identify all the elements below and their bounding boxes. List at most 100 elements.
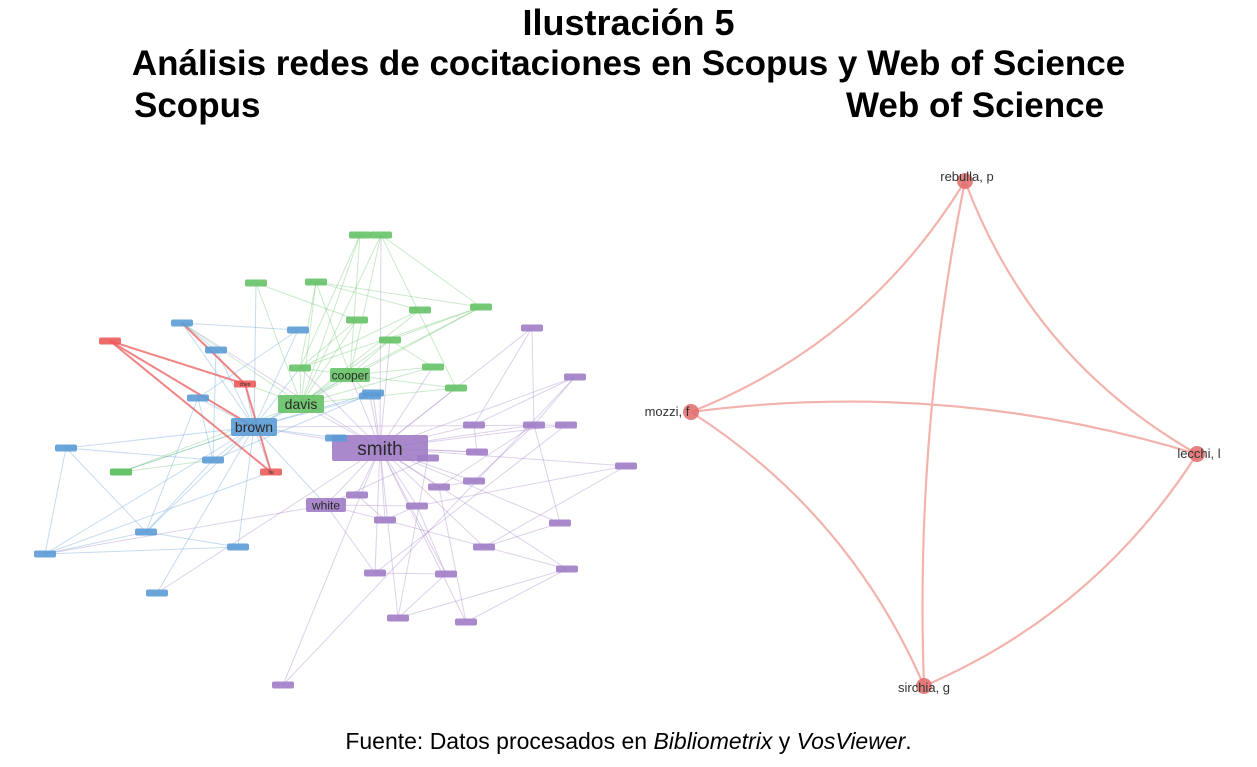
scopus-node-p18 — [615, 462, 637, 470]
figure-subtitle: Análisis redes de cocitaciones en Scopus… — [131, 44, 1126, 83]
scopus-node-box — [332, 435, 428, 461]
scopus-edge — [533, 424, 561, 524]
scopus-node-box — [549, 519, 571, 527]
scopus-edge — [483, 522, 561, 548]
scopus-edge — [374, 572, 447, 575]
scopus-node-label: white — [311, 498, 340, 512]
scopus-edge — [145, 459, 214, 533]
scopus-node-box — [370, 231, 392, 239]
scopus-edge — [379, 366, 434, 449]
scopus-node-g5 — [370, 231, 392, 239]
scopus-edge — [379, 339, 391, 449]
scopus-edge — [145, 426, 255, 533]
scopus-node-p12 — [473, 543, 495, 551]
scopus-edge — [473, 327, 533, 426]
scopus-node-box — [463, 421, 485, 429]
scopus-node-smith: smith — [332, 435, 428, 461]
scopus-node-box — [171, 319, 193, 327]
wos-edge — [690, 400, 1198, 456]
source-tool-vosviewer: VosViewer — [796, 728, 906, 754]
scopus-node-b2 — [287, 326, 309, 334]
source-mid: y — [772, 728, 797, 754]
scopus-node-box — [289, 364, 311, 372]
scopus-node-box — [379, 336, 401, 344]
wos-node-label: lecchi, l — [1177, 446, 1220, 461]
scopus-node-box — [202, 456, 224, 464]
scopus-edge — [299, 309, 421, 369]
scopus-node-g12 — [349, 231, 371, 239]
scopus-edge — [299, 234, 361, 369]
scopus-edge — [65, 447, 214, 461]
scopus-edge — [380, 234, 482, 308]
scopus-edge — [44, 447, 67, 555]
scopus-edge — [145, 397, 199, 533]
scopus-node-b9 — [227, 543, 249, 551]
scopus-node-box — [470, 303, 492, 311]
scopus-edge — [374, 424, 567, 574]
scopus-edge — [299, 281, 317, 369]
scopus-edge — [181, 322, 299, 331]
scopus-node-p19 — [272, 681, 294, 689]
scopus-edge — [438, 424, 535, 488]
scopus-node-p8 — [417, 454, 439, 462]
scopus-node-label: chen — [240, 382, 251, 388]
scopus-edge — [156, 426, 255, 594]
scopus-edge — [197, 329, 299, 399]
scopus-node-g13 — [110, 468, 132, 476]
scopus-edge — [109, 340, 246, 385]
scopus-edge — [315, 281, 351, 376]
scopus-edge — [253, 426, 327, 506]
scopus-node-box — [205, 346, 227, 354]
scopus-node-box — [417, 454, 439, 462]
scopus-node-p17 — [556, 565, 578, 573]
scopus-node-g3 — [245, 279, 267, 287]
scopus-node-box — [615, 462, 637, 470]
scopus-edge — [349, 234, 361, 376]
scopus-node-p2 — [521, 324, 543, 332]
scopus-node-box — [231, 418, 277, 436]
scopus-node-box — [325, 434, 347, 442]
scopus-edge — [389, 306, 482, 341]
scopus-node-label: davis — [285, 396, 318, 412]
scopus-edge — [253, 424, 567, 428]
scopus-node-box — [445, 384, 467, 392]
scopus-node-box — [55, 444, 77, 452]
scopus-edge — [109, 340, 255, 428]
scopus-edge — [531, 327, 535, 426]
scopus-node-davis: davis — [278, 395, 324, 413]
scopus-node-b1 — [171, 319, 193, 327]
scopus-node-box — [374, 516, 396, 524]
scopus-edge — [349, 306, 482, 376]
scopus-edge — [416, 505, 447, 575]
scopus-edge — [389, 339, 434, 368]
scopus-node-p6 — [374, 516, 396, 524]
scopus-node-p5 — [346, 491, 368, 499]
scopus-node-box — [409, 306, 431, 314]
source-prefix: Fuente: Datos procesados en — [345, 728, 654, 754]
scopus-edge — [197, 397, 214, 461]
scopus-edge — [465, 568, 568, 623]
scopus-node-box — [387, 614, 409, 622]
scopus-edge — [315, 281, 421, 311]
scopus-node-box — [278, 395, 324, 413]
scopus-edge — [145, 531, 239, 548]
scopus-node-box — [422, 363, 444, 371]
scopus-node-white: white — [306, 498, 346, 512]
wos-node-sirchia: sirchia, g — [898, 678, 950, 695]
scopus-edge — [397, 457, 429, 619]
scopus-node-box — [135, 528, 157, 536]
scopus-node-r3 — [99, 337, 121, 345]
scopus-edge — [253, 329, 299, 428]
scopus-node-box — [187, 394, 209, 402]
scopus-edge — [473, 376, 576, 426]
scopus-node-box — [305, 278, 327, 286]
wos-node-label: sirchia, g — [898, 680, 950, 695]
scopus-edge — [533, 376, 576, 426]
scopus-node-b4 — [187, 394, 209, 402]
scopus-edge — [300, 234, 382, 405]
figure-source: Fuente: Datos procesados en Bibliometrix… — [0, 728, 1257, 755]
scopus-node-box — [99, 337, 121, 345]
scopus-node-box — [435, 570, 457, 578]
